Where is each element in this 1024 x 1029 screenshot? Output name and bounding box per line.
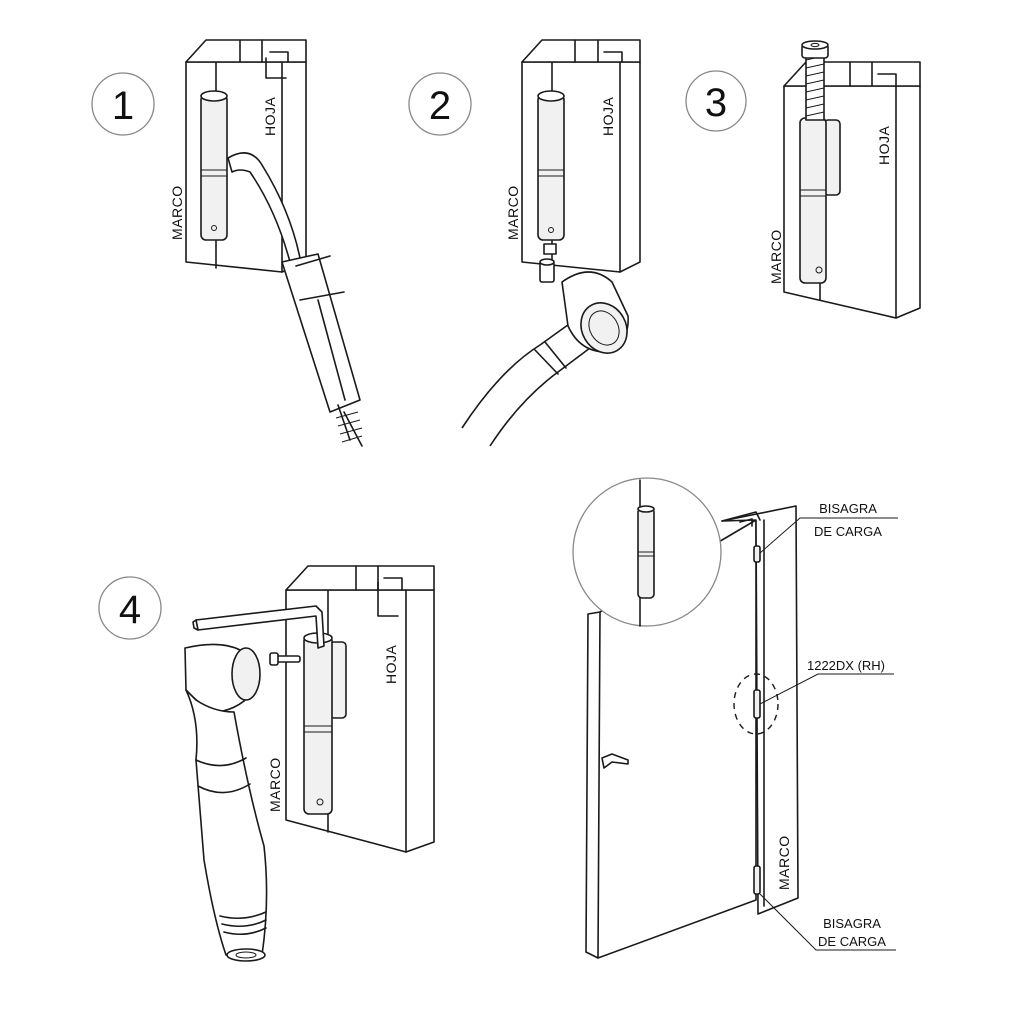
step-3-hinge-barrel	[799, 117, 841, 284]
step-1-pliers-tool	[227, 152, 363, 447]
middle-callout-leader	[759, 673, 894, 705]
step-4-leaf-label: HOJA	[383, 645, 399, 685]
step-2-frame-label: MARCO	[505, 185, 521, 240]
hinges-on-frame	[753, 545, 761, 895]
door-handle	[601, 753, 629, 769]
bottom-callout-line2: DE CARGA	[818, 934, 886, 949]
step-3-number: 3	[705, 81, 727, 125]
step-2-number: 2	[429, 84, 451, 128]
middle-callout-label: 1222DX (RH)	[807, 658, 885, 673]
step-1-hinge-barrel	[200, 90, 228, 241]
middle-hinge	[753, 689, 761, 719]
step-2-leaf-label: HOJA	[600, 97, 616, 137]
step-1-frame-label: MARCO	[169, 185, 185, 240]
top-callout-leader	[759, 517, 898, 554]
middle-hinge-highlight	[733, 673, 779, 735]
bottom-callout-line1: BISAGRA	[823, 916, 881, 931]
detail-magnifier	[572, 477, 722, 627]
step-4-hammer	[184, 643, 268, 962]
step-3-frame-label: MARCO	[768, 229, 784, 284]
top-hinge	[753, 545, 761, 563]
top-callout-line1: BISAGRA	[819, 501, 877, 516]
step-4-screw	[269, 652, 301, 666]
step-1-leaf-label: HOJA	[262, 97, 278, 137]
top-callout-line2: DE CARGA	[814, 524, 882, 539]
step-4-badge	[98, 576, 162, 640]
step-2-pin-insert	[539, 243, 557, 283]
step-2-panel: 2 MARCO HOJA	[408, 39, 641, 447]
overview-panel: BISAGRA DE CARGA 1222DX (RH) BISAGRA DE …	[572, 477, 898, 959]
step-4-frame-label: MARCO	[267, 757, 283, 812]
step-1-number: 1	[112, 84, 134, 128]
step-1-panel: 1 MARCO HOJA	[91, 39, 363, 447]
step-4-allen-key	[192, 605, 325, 649]
step-4-number: 4	[119, 588, 141, 632]
step-3-badge	[685, 70, 747, 132]
step-3-leaf-label: HOJA	[876, 126, 892, 166]
overview-frame-label: MARCO	[776, 835, 792, 890]
bottom-callout-leader	[759, 893, 896, 951]
step-3-threaded-pin	[801, 40, 829, 121]
step-3-panel: 3 MARCO HOJA	[685, 40, 921, 319]
step-2-hinge-barrel	[537, 90, 565, 241]
step-4-panel: 4	[98, 565, 435, 962]
step-2-badge	[408, 72, 472, 136]
bottom-hinge	[753, 865, 761, 895]
step-1-badge	[91, 72, 155, 136]
step-2-hammer	[461, 271, 629, 447]
